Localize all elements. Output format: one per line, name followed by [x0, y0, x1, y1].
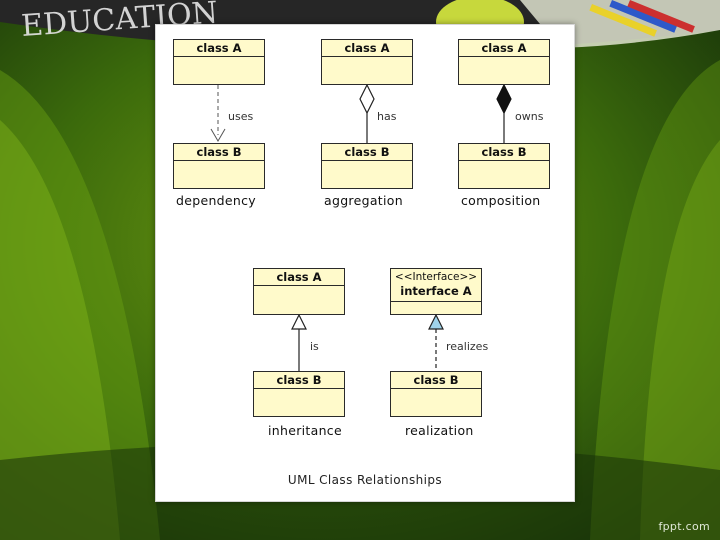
- class-name: class B: [174, 144, 264, 161]
- brand-watermark: fppt.com: [658, 520, 710, 533]
- realization-class-b: class B: [390, 371, 482, 417]
- aggregation-class-a: class A: [321, 39, 413, 85]
- class-name: class B: [254, 372, 344, 389]
- inheritance-triangle-icon: [291, 313, 307, 330]
- inheritance-edge-label: is: [310, 340, 319, 353]
- figure-caption: UML Class Relationships: [287, 473, 443, 487]
- interface-name: interface A: [400, 284, 472, 298]
- aggregation-class-b: class B: [321, 143, 413, 189]
- composition-edge-label: owns: [515, 110, 544, 123]
- realization-interface-a: <<Interface>> interface A: [390, 268, 482, 315]
- composition-caption: composition: [461, 193, 541, 208]
- aggregation-diamond-icon: [359, 83, 375, 115]
- dependency-caption: dependency: [176, 193, 256, 208]
- composition-class-b: class B: [458, 143, 550, 189]
- composition-diamond-icon: [496, 83, 512, 115]
- aggregation-edge-label: has: [377, 110, 397, 123]
- class-name: class A: [322, 40, 412, 57]
- composition-class-a: class A: [458, 39, 550, 85]
- class-name: class A: [174, 40, 264, 57]
- class-name: class B: [322, 144, 412, 161]
- dependency-class-b: class B: [173, 143, 265, 189]
- realization-caption: realization: [405, 423, 474, 438]
- dependency-edge-label: uses: [228, 110, 254, 123]
- realization-edge-label: realizes: [446, 340, 489, 353]
- inheritance-class-b: class B: [253, 371, 345, 417]
- class-name: class A: [459, 40, 549, 57]
- aggregation-caption: aggregation: [324, 193, 403, 208]
- inheritance-caption: inheritance: [268, 423, 342, 438]
- class-name: class B: [391, 372, 481, 389]
- uml-diagram: [210, 83, 512, 371]
- stereotype-label: <<Interface>>: [394, 271, 478, 283]
- realization-triangle-icon: [428, 313, 444, 330]
- dependency-class-a: class A: [173, 39, 265, 85]
- class-name: class B: [459, 144, 549, 161]
- uml-figure-card: class A class B class A class B class A …: [155, 24, 575, 502]
- class-name: class A: [254, 269, 344, 286]
- dependency-arrowhead-icon: [210, 128, 226, 142]
- inheritance-class-a: class A: [253, 268, 345, 315]
- interface-header: <<Interface>> interface A: [391, 269, 481, 302]
